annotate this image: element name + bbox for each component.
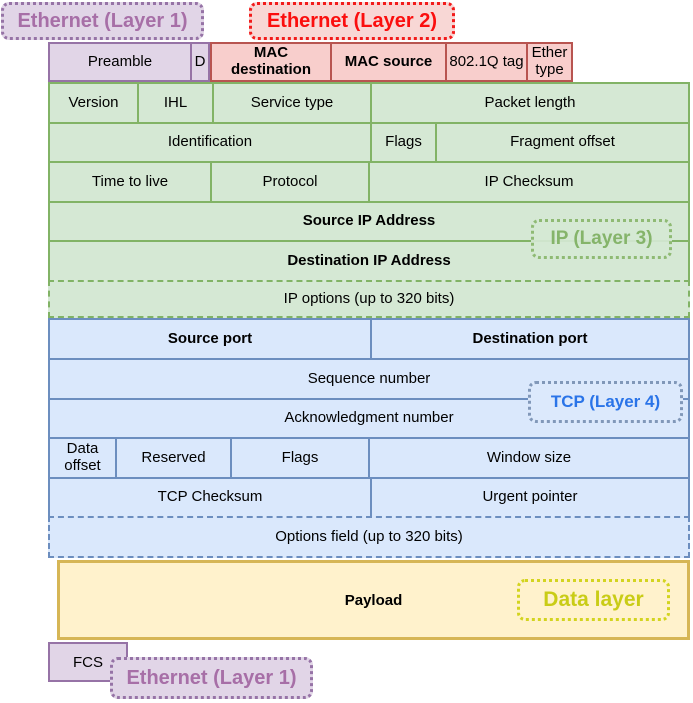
ethernet-header-row: Preamble D MAC destination MAC source 80…	[48, 42, 573, 82]
ethernet-preamble-group: Preamble D	[48, 42, 210, 82]
cell-ethertype: Ether type	[526, 44, 571, 80]
tcp-row-ports: Source port Destination port	[48, 318, 690, 360]
cell-ip-checksum: IP Checksum	[368, 163, 688, 201]
ethernet-layer1-bottom-label: Ethernet (Layer 1)	[110, 657, 313, 699]
cell-sfd: D	[190, 44, 208, 80]
cell-source-ip: Source IP Address	[302, 212, 436, 230]
cell-data-offset: Data offset	[64, 440, 101, 474]
cell-acknowledgment-number: Acknowledgment number	[284, 409, 454, 427]
ethernet-mac-group: MAC destination MAC source 802.1Q tag Et…	[210, 42, 573, 82]
cell-source-port: Source port	[167, 329, 253, 347]
tcp-row-checksum: TCP Checksum Urgent pointer	[48, 477, 690, 518]
ip-row-3: Time to live Protocol IP Checksum	[48, 161, 690, 203]
cell-packet-length: Packet length	[370, 84, 688, 122]
cell-ip-options: IP options (up to 320 bits)	[283, 289, 455, 307]
cell-mac-destination: MAC destination	[230, 44, 311, 78]
cell-version: Version	[68, 93, 119, 111]
ip-layer3-label: IP (Layer 3)	[531, 219, 672, 259]
cell-8021q-tag: 802.1Q tag	[445, 44, 526, 80]
cell-destination-ip: Destination IP Address	[287, 251, 451, 269]
cell-options-field: Options field (up to 320 bits)	[275, 527, 463, 545]
cell-preamble: Preamble	[87, 52, 153, 70]
cell-sequence-number: Sequence number	[307, 369, 431, 387]
tcp-layer4-label: TCP (Layer 4)	[528, 381, 683, 423]
cell-tcp-checksum: TCP Checksum	[157, 488, 263, 506]
ip-row-2: Identification Flags Fragment offset	[48, 122, 690, 163]
tcp-row-flags: Data offset Reserved Flags Window size	[48, 437, 690, 479]
ip-row-1: Version IHL Service type Packet length	[48, 82, 690, 124]
cell-ip-flags: Flags	[370, 124, 435, 161]
cell-destination-port: Destination port	[370, 320, 688, 358]
cell-fragment-offset: Fragment offset	[435, 124, 688, 161]
ethernet-layer1-top-label: Ethernet (Layer 1)	[1, 2, 204, 40]
data-layer-label: Data layer	[517, 579, 670, 621]
cell-urgent-pointer: Urgent pointer	[370, 479, 688, 516]
tcp-row-options: Options field (up to 320 bits)	[48, 516, 690, 558]
cell-reserved: Reserved	[115, 439, 230, 477]
cell-identification: Identification	[167, 133, 253, 151]
ip-row-options: IP options (up to 320 bits)	[48, 280, 690, 318]
cell-mac-source: MAC source	[330, 44, 445, 80]
cell-ihl: IHL	[137, 84, 212, 122]
cell-protocol: Protocol	[210, 163, 368, 201]
cell-tcp-flags: Flags	[230, 439, 368, 477]
cell-time-to-live: Time to live	[91, 172, 169, 190]
ethernet-layer2-label: Ethernet (Layer 2)	[249, 2, 455, 40]
cell-window-size: Window size	[368, 439, 688, 477]
cell-service-type: Service type	[212, 84, 370, 122]
